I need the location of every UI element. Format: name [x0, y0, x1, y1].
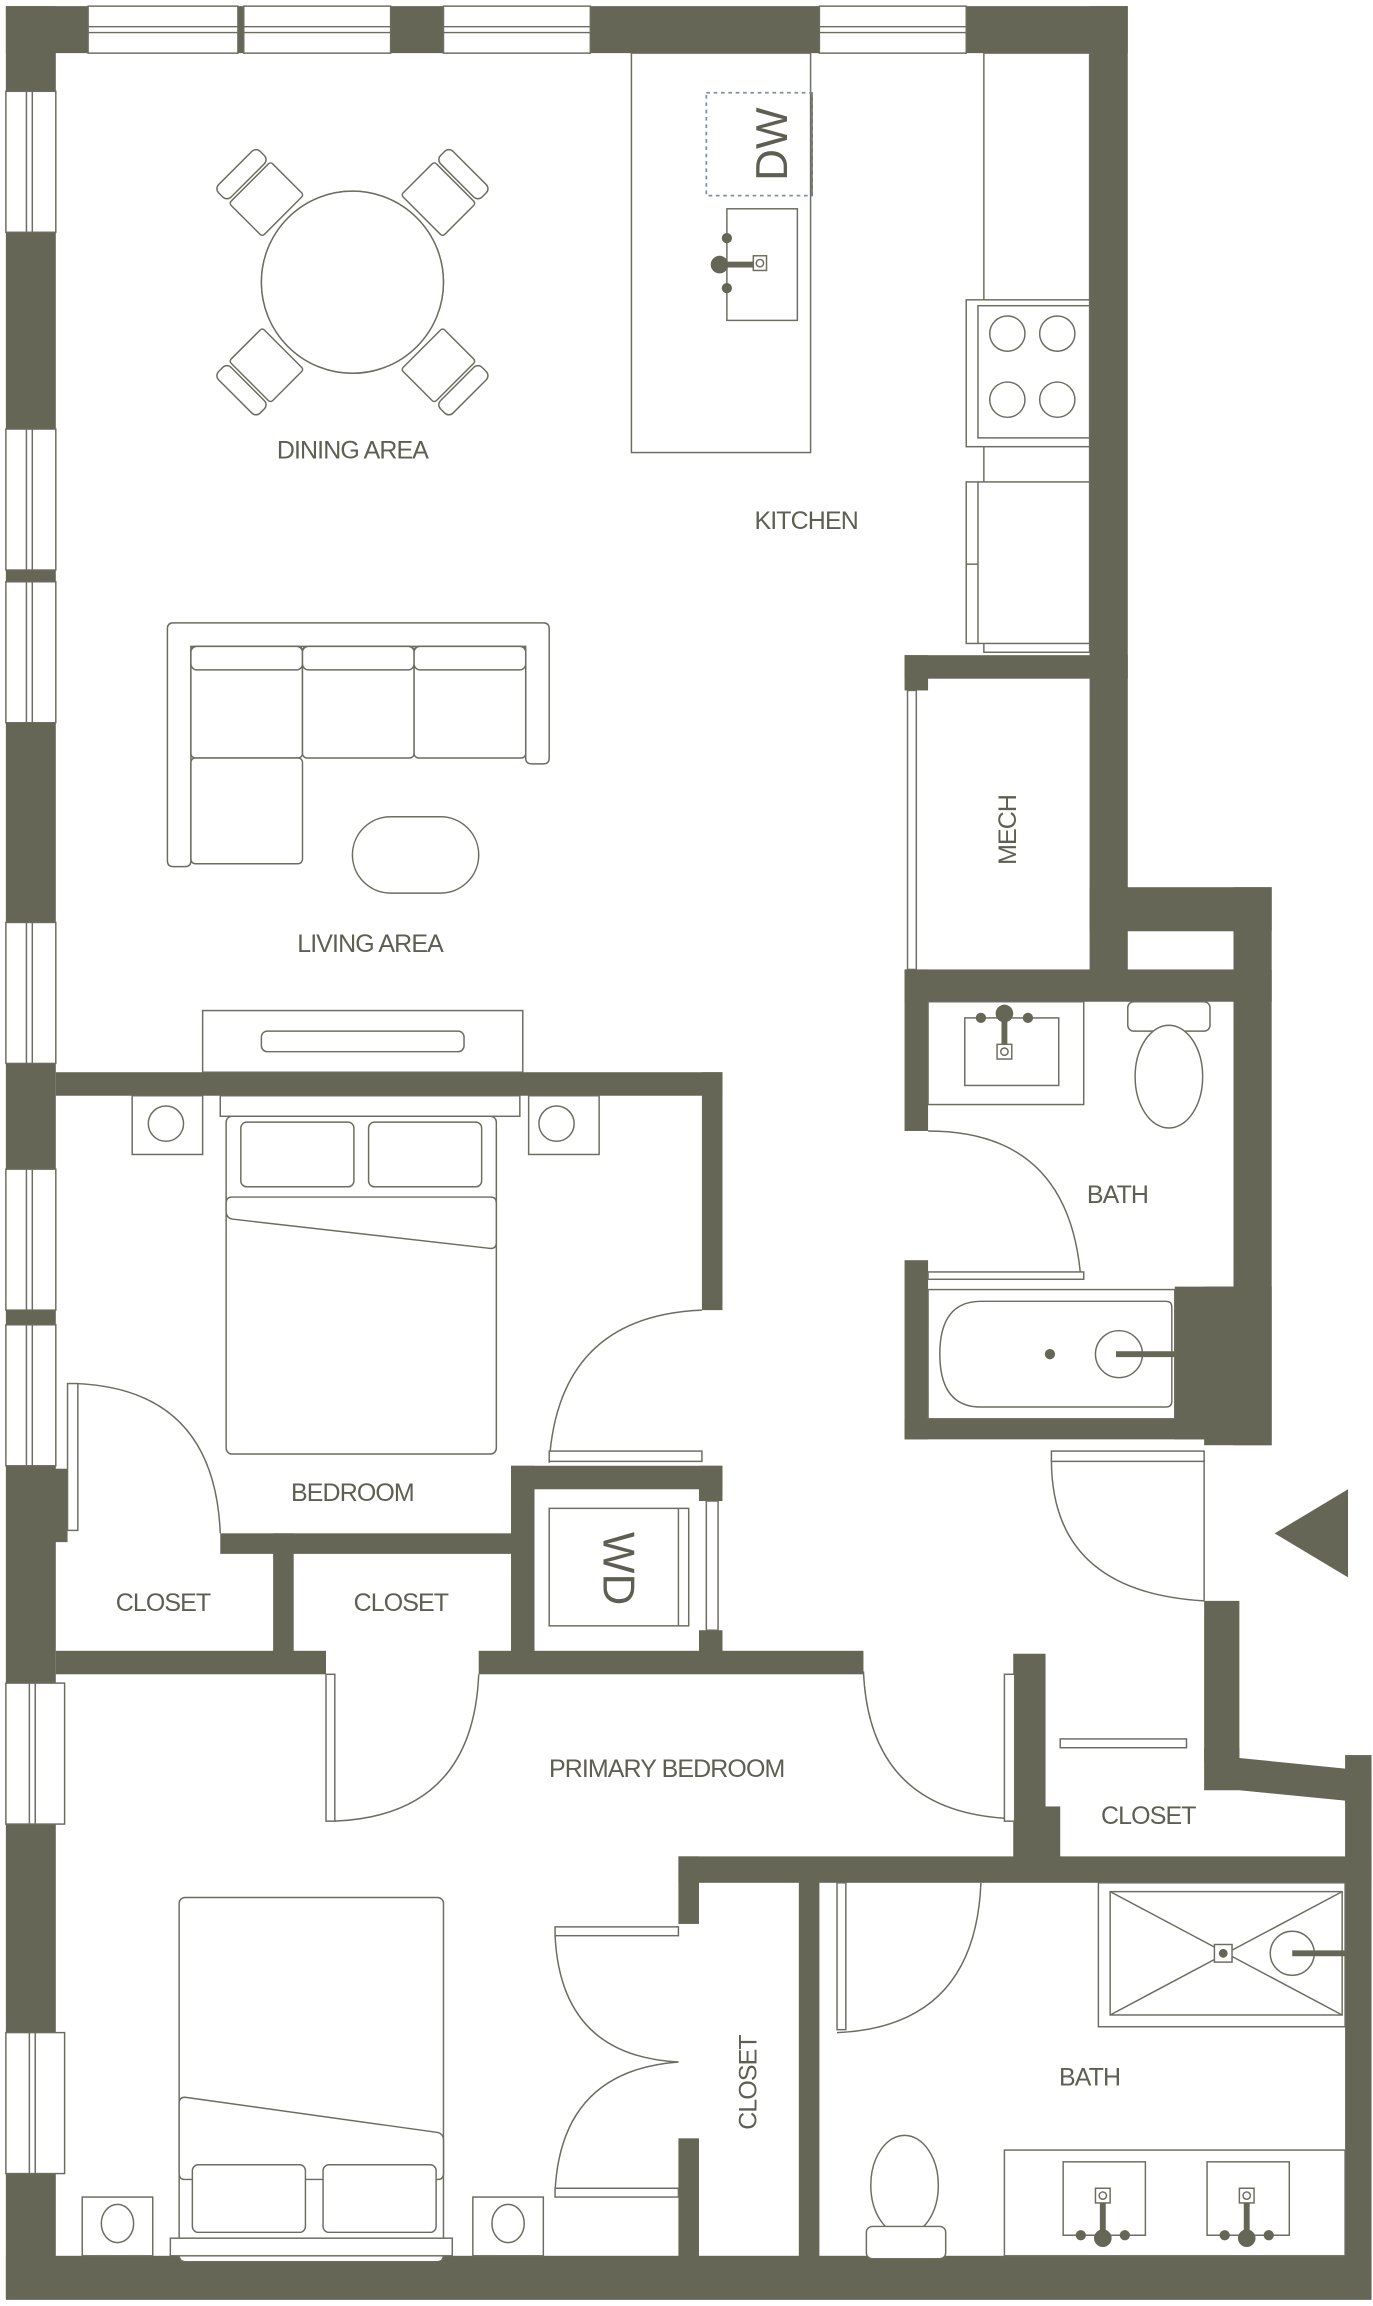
bedroom-furniture	[66, 1094, 703, 1534]
sectional-sofa	[166, 622, 550, 868]
room-label-bath-2: BATH	[1059, 2063, 1120, 2091]
kitchen-fixtures: DW	[630, 52, 1091, 653]
room-label-living: LIVING AREA	[297, 930, 444, 958]
coffee-table	[351, 815, 480, 894]
room-label-bedroom: BEDROOM	[291, 1479, 414, 1507]
primary-bedroom-furniture	[81, 1671, 1016, 2263]
room-label-dining: DINING AREA	[277, 436, 429, 464]
bath1-fixtures	[927, 1001, 1211, 1420]
toilet-bowl	[1134, 1024, 1204, 1129]
nightstand-right	[527, 1094, 600, 1156]
washer-dryer: WD	[548, 1500, 719, 1631]
refrigerator	[965, 481, 1091, 645]
toilet-tank	[865, 2225, 947, 2260]
room-label-closet-entry: CLOSET	[1101, 1802, 1196, 1830]
room-label-kitchen: KITCHEN	[754, 507, 857, 535]
room-label-mech: MECH	[994, 795, 1022, 865]
washer-dryer-label: WD	[594, 1532, 643, 1605]
toilet-bowl	[870, 2134, 940, 2236]
nightstand-right	[472, 2196, 545, 2257]
windows	[5, 5, 967, 2175]
dishwasher-label: DW	[748, 107, 797, 181]
walls	[5, 6, 1372, 2300]
nightstand-left	[131, 1094, 204, 1156]
room-label-bath-1: BATH	[1087, 1181, 1148, 1209]
room-label-closet-1: CLOSET	[116, 1589, 211, 1617]
room-label-primary-bedroom: PRIMARY BEDROOM	[549, 1755, 784, 1783]
room-label-closet-primary: CLOSET	[734, 2035, 762, 2130]
nightstand-left	[81, 2196, 154, 2257]
room-label-closet-2: CLOSET	[354, 1589, 449, 1617]
dining-table-set	[216, 148, 489, 416]
entry-arrow-icon	[1274, 1489, 1349, 1578]
bath2-fixtures	[836, 1882, 1346, 2260]
tv-console	[201, 1009, 524, 1073]
double-vanity	[1003, 2149, 1346, 2257]
